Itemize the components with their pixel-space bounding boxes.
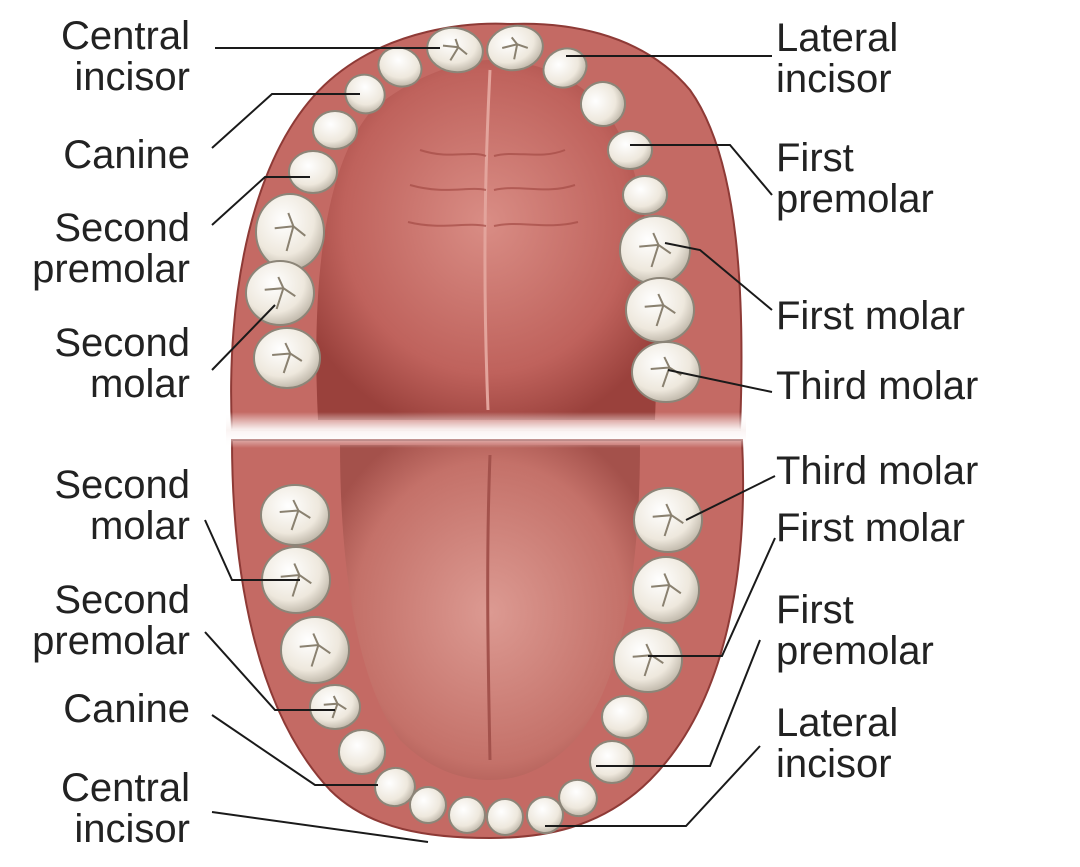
label-upper-second-molar: Second molar bbox=[54, 321, 190, 406]
label-upper-third-molar: Third molar bbox=[776, 364, 979, 408]
tongue bbox=[340, 445, 640, 780]
lower-tooth bbox=[558, 778, 598, 818]
label-lower-third-molar: Third molar bbox=[776, 449, 979, 493]
lower-teeth bbox=[260, 484, 703, 836]
arch-separator bbox=[226, 412, 746, 448]
upper-tooth bbox=[288, 150, 338, 194]
leader-lower-central-incisor bbox=[211, 811, 429, 843]
lower-tooth bbox=[613, 627, 683, 693]
upper-tooth bbox=[619, 215, 691, 285]
lower-tooth bbox=[601, 695, 649, 739]
lower-tooth bbox=[338, 729, 386, 775]
upper-tooth bbox=[580, 81, 626, 127]
lower-tooth bbox=[309, 684, 361, 730]
leader-upper-third-molar bbox=[667, 369, 773, 393]
leader-lower-first-molar bbox=[648, 537, 776, 657]
upper-tooth bbox=[344, 73, 386, 115]
upper-teeth bbox=[245, 24, 701, 403]
upper-tooth bbox=[486, 24, 544, 72]
upper-tooth bbox=[622, 175, 668, 215]
tongue-median-sulcus bbox=[486, 454, 492, 761]
lower-tooth bbox=[486, 798, 524, 836]
leader-upper-second-molar bbox=[211, 304, 276, 371]
leader-upper-canine bbox=[211, 93, 360, 149]
upper-tooth bbox=[312, 110, 358, 150]
lower-tooth bbox=[448, 796, 486, 834]
label-upper-first-premolar: First premolar bbox=[776, 136, 934, 221]
label-lower-central-incisor: Central incisor bbox=[61, 766, 190, 851]
lower-tooth bbox=[589, 740, 635, 784]
lower-tooth bbox=[280, 616, 350, 684]
upper-tooth bbox=[426, 26, 484, 74]
label-upper-central-incisor: Central incisor bbox=[61, 14, 190, 99]
label-lower-first-molar: First molar bbox=[776, 506, 965, 550]
label-upper-canine: Canine bbox=[63, 133, 190, 177]
label-lower-lateral-incisor: Lateral incisor bbox=[776, 701, 899, 786]
upper-tooth bbox=[253, 327, 321, 389]
palatine-rugae bbox=[407, 149, 579, 227]
leader-upper-first-premolar bbox=[630, 144, 773, 196]
label-lower-second-molar: Second molar bbox=[54, 463, 190, 548]
lower-tooth bbox=[374, 766, 416, 808]
leader-lower-canine bbox=[211, 714, 378, 786]
palatine-raphe bbox=[483, 69, 492, 411]
upper-tooth bbox=[377, 46, 423, 88]
upper-tooth bbox=[245, 260, 315, 326]
label-upper-first-molar: First molar bbox=[776, 294, 965, 338]
leader-lines bbox=[204, 47, 776, 843]
lower-tooth bbox=[260, 484, 330, 546]
upper-tooth bbox=[625, 277, 695, 343]
leader-lower-lateral-incisor bbox=[545, 745, 761, 827]
lower-tooth bbox=[632, 556, 700, 624]
upper-tooth bbox=[255, 193, 325, 271]
label-upper-second-premolar: Second premolar bbox=[32, 206, 190, 291]
label-lower-first-premolar: First premolar bbox=[776, 588, 934, 673]
label-lower-canine: Canine bbox=[63, 687, 190, 731]
label-upper-lateral-incisor: Lateral incisor bbox=[776, 16, 899, 101]
leader-upper-first-molar bbox=[664, 242, 773, 311]
leader-lower-second-premolar bbox=[204, 631, 335, 711]
leader-lower-first-premolar bbox=[596, 639, 761, 767]
leader-lower-second-molar bbox=[204, 519, 300, 581]
leader-upper-second-premolar bbox=[211, 176, 310, 226]
leader-lower-third-molar bbox=[685, 475, 776, 521]
label-lower-second-premolar: Second premolar bbox=[32, 578, 190, 663]
lower-tooth bbox=[409, 786, 447, 824]
lower-tooth bbox=[526, 796, 564, 834]
upper-tooth bbox=[607, 130, 653, 170]
upper-tooth bbox=[542, 47, 588, 89]
upper-tooth bbox=[631, 341, 701, 403]
lower-tooth bbox=[633, 487, 703, 553]
